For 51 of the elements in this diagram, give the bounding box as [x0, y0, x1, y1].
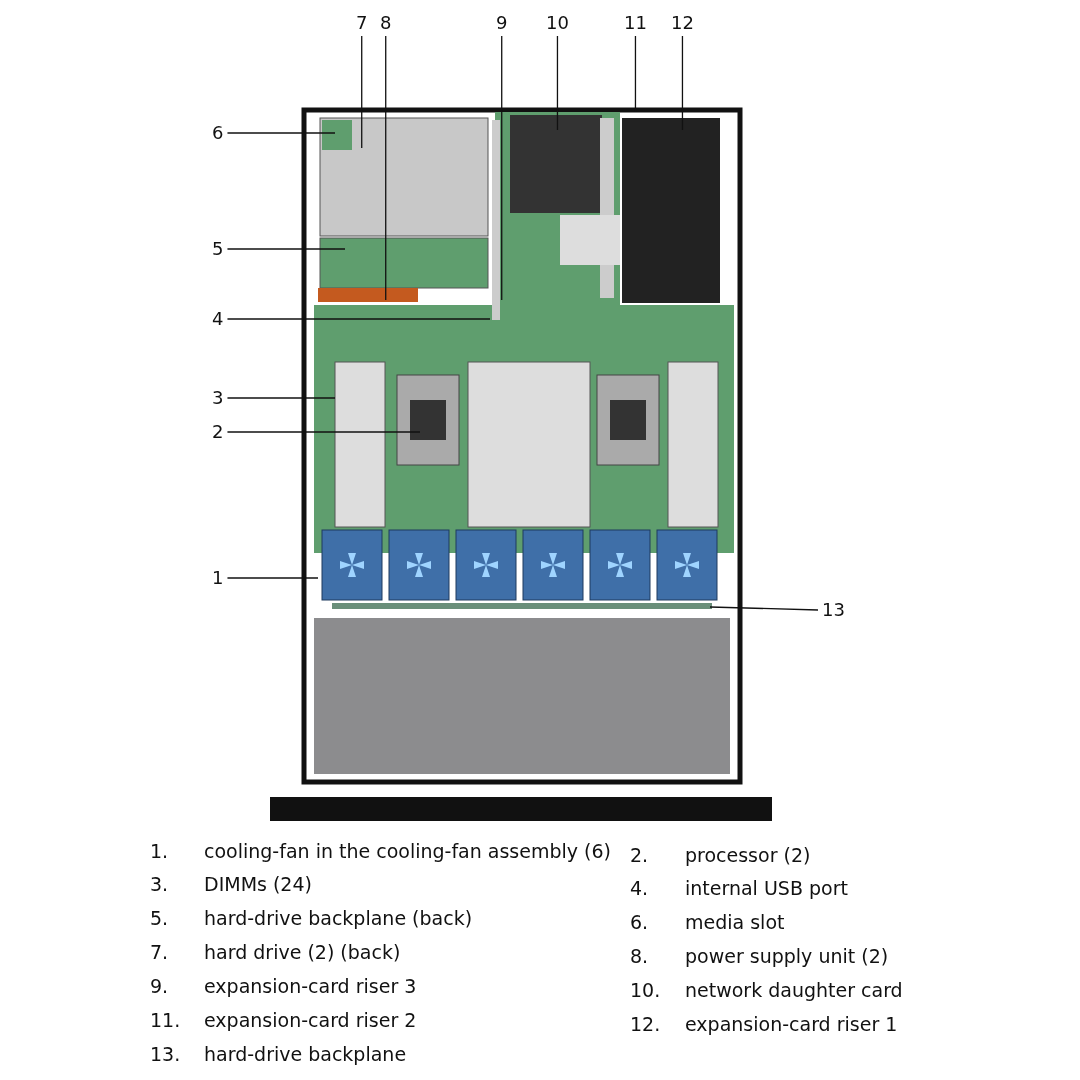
list-number: 11.: [150, 1009, 181, 1031]
part-description: hard drive (2) (back): [204, 941, 401, 963]
callout-number: 7: [356, 13, 368, 33]
list-number: 4.: [630, 877, 649, 899]
callout-number: 8: [380, 13, 392, 33]
part-description: expansion-card riser 1: [685, 1013, 898, 1035]
part-description: network daughter card: [685, 979, 903, 1001]
part-description: cooling-fan in the cooling-fan assembly (6): [204, 840, 611, 862]
callout-number: 4: [212, 309, 224, 329]
part-description: power supply unit (2): [685, 945, 889, 967]
list-number: 3.: [150, 873, 169, 895]
leader-line: [226, 397, 336, 399]
leader-line: [709, 606, 819, 611]
callout-number: 1: [212, 568, 224, 588]
leader-line: [385, 35, 387, 301]
part-description: expansion-card riser 3: [204, 975, 417, 997]
leader-line: [226, 431, 421, 433]
callout-number: 2: [212, 422, 224, 442]
list-number: 13.: [150, 1043, 181, 1065]
part-description: hard-drive backplane (back): [204, 907, 473, 929]
list-number: 6.: [630, 911, 649, 933]
part-description: hard-drive backplane: [204, 1043, 407, 1065]
list-number: 12.: [630, 1013, 661, 1035]
leader-line: [226, 132, 336, 134]
callout-number: 13: [822, 600, 845, 620]
part-description: expansion-card riser 2: [204, 1009, 417, 1031]
callout-number: 12: [671, 13, 694, 33]
leader-line: [681, 35, 684, 131]
callout-number: 6: [212, 123, 224, 143]
part-description: internal USB port: [685, 877, 848, 899]
list-number: 1.: [150, 840, 169, 862]
list-number: 8.: [630, 945, 649, 967]
leader-line: [226, 248, 346, 250]
callout-number: 5: [212, 239, 224, 259]
part-description: processor (2): [685, 844, 811, 866]
callout-number: 3: [212, 388, 224, 408]
list-number: 10.: [630, 979, 661, 1001]
leader-line: [226, 577, 319, 579]
part-description: DIMMs (24): [204, 873, 312, 895]
callout-number: 9: [496, 13, 508, 33]
callout-number: 10: [546, 13, 569, 33]
leader-line: [361, 35, 363, 149]
callout-number: 11: [624, 13, 647, 33]
leader-line: [226, 318, 491, 320]
list-number: 5.: [150, 907, 169, 929]
list-number: 9.: [150, 975, 169, 997]
leader-line: [501, 35, 503, 301]
part-description: media slot: [685, 911, 785, 933]
list-number: 2.: [630, 844, 649, 866]
leader-line: [556, 35, 559, 131]
list-number: 7.: [150, 941, 169, 963]
